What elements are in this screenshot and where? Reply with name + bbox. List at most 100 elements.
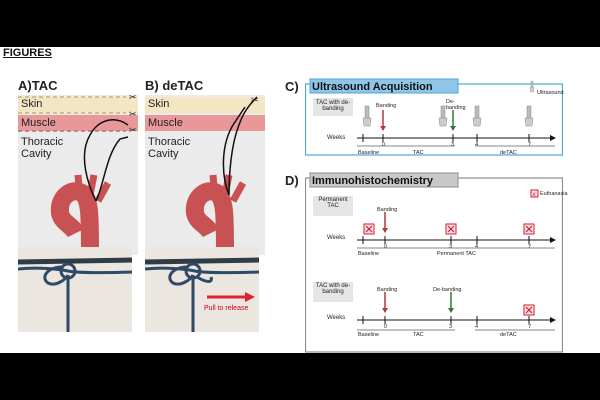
- tick-label: 0: [382, 142, 386, 148]
- layer-label-muscle: Muscle: [148, 117, 183, 129]
- group2-label: TAC with de-banding: [315, 283, 351, 295]
- ultrasound-probe-icon: [472, 105, 482, 127]
- aorta-arch: [50, 182, 99, 255]
- panel-a-title: A)TAC: [18, 78, 58, 93]
- rod: [145, 257, 259, 265]
- timeline-ticks: [362, 134, 530, 142]
- suture-thread: [95, 136, 129, 202]
- figures-heading: FIGURES: [3, 47, 52, 59]
- panel-d-letter: D): [285, 173, 299, 188]
- tick-label: 3: [449, 324, 453, 330]
- group2-label-box: [313, 282, 353, 302]
- timeline-ticks: [362, 236, 530, 244]
- phase-label-baseline: Baseline: [358, 251, 380, 257]
- tick-label: 4: [475, 244, 479, 250]
- euthanasia-markers: [523, 304, 535, 316]
- debanding-arrowhead: [448, 308, 454, 313]
- panel-b-title: B) deTAC: [145, 78, 204, 93]
- ultrasound-panel: [305, 78, 563, 156]
- phase-label-tac: TAC: [413, 332, 424, 338]
- suture-line: [145, 266, 259, 275]
- tick-label: 4: [475, 324, 479, 330]
- euthanasia-marker-cross: [365, 225, 373, 233]
- tick-label: 7: [528, 244, 532, 250]
- ihc-panel: x: [305, 172, 563, 353]
- euthanasia-marker-cross: [447, 225, 455, 233]
- tick-label: 3: [451, 142, 455, 148]
- euthanasia-x-icon: x: [533, 191, 537, 198]
- aorta-arch: [185, 182, 234, 255]
- ultrasound-probe-icon: [362, 105, 372, 127]
- group-label-box: [313, 98, 353, 116]
- ihc-title: Immunohistochemistry: [312, 175, 434, 187]
- group1-label-box: [313, 196, 353, 216]
- rod: [18, 257, 132, 265]
- panel-c-letter: C): [285, 79, 299, 94]
- banding-label: Banding: [377, 287, 398, 293]
- phase-label-detac: deTAC: [500, 150, 517, 156]
- skin-layer: [145, 97, 265, 113]
- suture-thread: [83, 119, 129, 202]
- tick-label: 0: [384, 324, 388, 330]
- phase-label-tac: TAC: [413, 150, 424, 156]
- ultrasound-probe-icon: [524, 105, 534, 127]
- phase-label-detac: deTAC: [500, 332, 517, 338]
- ultrasound-title-box: [309, 78, 459, 94]
- banding-label: Banding: [376, 103, 397, 109]
- panel-b-illustration: ✂: [145, 95, 265, 255]
- muscle-layer: [18, 115, 138, 131]
- ultrasound-probes: [362, 80, 535, 127]
- phase-label-baseline: Baseline: [358, 150, 380, 156]
- debanding-label: De-banding: [446, 99, 466, 111]
- layer-label-cavity: Cavity: [21, 148, 52, 160]
- euthanasia-marker-cross: [525, 225, 533, 233]
- knot-loop: [196, 275, 213, 283]
- scissors-icon: ✂: [251, 95, 259, 105]
- figure-page: FIGURES A)TAC ✂ ✂ ✂ Skin Muscle Thoracic…: [0, 47, 600, 353]
- banding-arrowhead: [382, 308, 388, 313]
- suture-thread: [228, 96, 258, 196]
- layer-label-skin: Skin: [21, 98, 43, 110]
- euthanasia-markers: [363, 223, 535, 235]
- timeline-arrowhead: [550, 317, 556, 323]
- weeks-label: Weeks: [327, 135, 346, 141]
- knot-loop: [43, 265, 70, 286]
- ultrasound-title: Ultrasound Acquisition: [312, 81, 433, 93]
- suture-thread: [222, 106, 246, 196]
- scissors-icon: ✂: [129, 109, 137, 119]
- tick-label: 0: [384, 244, 388, 250]
- knot-loop: [168, 265, 195, 286]
- knot-photo-detac: [145, 247, 259, 332]
- euthanasia-marker-cross: [525, 306, 533, 314]
- timeline-arrowhead: [550, 237, 556, 243]
- knot-photo-tac: [18, 247, 132, 332]
- skin-layer: [18, 97, 138, 113]
- aortic-branches: [74, 174, 112, 203]
- timeline-arrowhead: [550, 135, 556, 141]
- ultrasound-panel-border: [305, 83, 563, 156]
- tick-label: 3: [449, 244, 453, 250]
- euthanasia-legend-label: Euthanasia: [540, 191, 568, 197]
- ihc-title-box: [309, 172, 459, 188]
- layer-label-thoracic: Thoracic: [21, 136, 64, 148]
- weeks-label: Weeks: [327, 315, 346, 321]
- layer-label-muscle: Muscle: [21, 117, 56, 129]
- layer-label-skin: Skin: [148, 98, 170, 110]
- pull-to-release-label: Pull to release: [204, 305, 249, 312]
- phase-label-baseline: Baseline: [358, 332, 380, 338]
- layer-label-thoracic: Thoracic: [148, 136, 191, 148]
- panel-a-illustration: ✂ ✂ ✂: [18, 95, 138, 255]
- scissors-icon: ✂: [129, 95, 137, 102]
- debanding-arrowhead: [450, 126, 456, 131]
- scissors-icon: ✂: [129, 125, 137, 135]
- ultrasound-legend-label: Ultrasound: [537, 90, 564, 96]
- euthanasia-legend-icon: [530, 189, 539, 198]
- phase-label-permanent-tac: Permanent TAC: [437, 251, 476, 257]
- muscle-layer: [145, 115, 265, 131]
- tick-label: 4: [475, 142, 479, 148]
- debanding-label: De-banding: [433, 287, 462, 293]
- group-label: TAC with de-banding: [315, 100, 351, 112]
- banding-label: Banding: [377, 207, 398, 213]
- tick-label: 7: [528, 324, 532, 330]
- aortic-branches: [209, 174, 247, 203]
